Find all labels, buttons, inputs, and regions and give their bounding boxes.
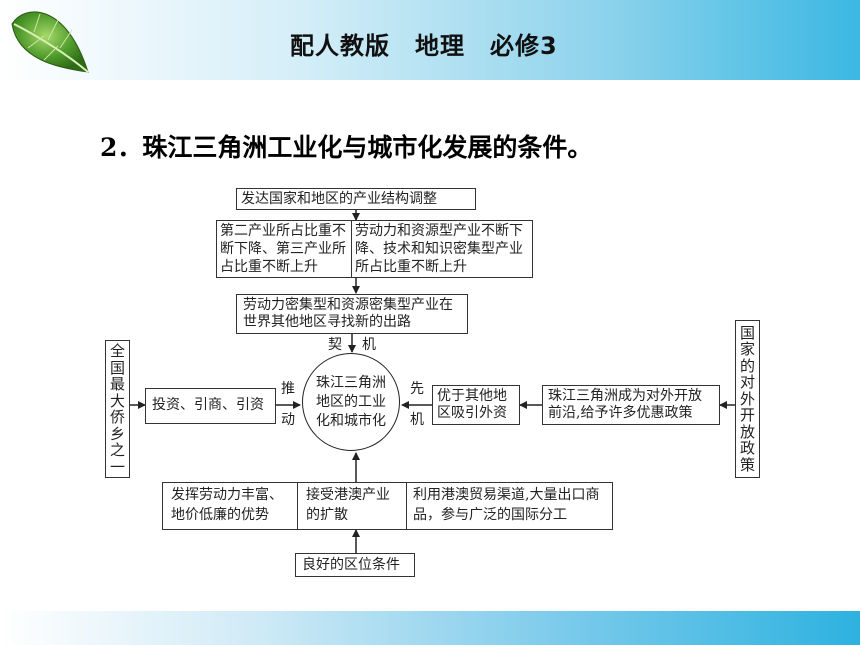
bottom-box-mid: 接受港澳产业的扩散 bbox=[297, 482, 407, 530]
right-vertical-char: 的 bbox=[739, 356, 755, 375]
right-vertical-char: 家 bbox=[739, 340, 755, 359]
bottom-box-left: 发挥劳动力丰富、地价低廉的优势 bbox=[162, 482, 298, 530]
left-vertical-box: 全 国 最 大 侨 乡 之 一 bbox=[105, 340, 130, 478]
label-tui: 推 bbox=[281, 381, 295, 397]
footer-bar bbox=[0, 611, 860, 645]
left-vertical-char: 侨 bbox=[109, 408, 125, 426]
left-vertical-char: 全 bbox=[109, 342, 125, 360]
heading-text: ．珠江三角洲工业化与城市化发展的条件。 bbox=[117, 133, 593, 162]
header-banner: 配人教版 地理 必修3 bbox=[0, 0, 860, 80]
right-vertical-char: 外 bbox=[739, 389, 755, 408]
right-vertical-box: 国 家 的 对 外 开 放 政 策 bbox=[735, 320, 760, 478]
left-vertical-char: 乡 bbox=[109, 424, 125, 443]
label-ji-right: 机 bbox=[410, 412, 424, 428]
center-circle: 珠江三角洲地区的工业化和城市化 bbox=[302, 353, 400, 451]
split-box-right: 劳动力和资源型产业不断下降、技术和知识密集型产业所占比重不断上升 bbox=[351, 220, 533, 278]
label-ji-top: 机 bbox=[362, 337, 376, 353]
bottom-box-right: 利用港澳贸易渠道,大量出口商品，参与广泛的国际分工 bbox=[406, 482, 613, 530]
split-box-left: 第二产业所占比重不断下降、第三产业所占比重不断上升 bbox=[216, 220, 352, 278]
right-vertical-char: 对 bbox=[739, 373, 755, 392]
label-xian: 先 bbox=[410, 381, 424, 397]
top-box: 发达国家和地区的产业结构调整 bbox=[236, 188, 476, 210]
left-vertical-char: 一 bbox=[109, 457, 125, 476]
center-text: 珠江三角洲地区的工业化和城市化 bbox=[316, 374, 386, 429]
right-vertical-char: 政 bbox=[739, 439, 755, 458]
leaf-icon bbox=[11, 11, 89, 73]
label-qi: 契 bbox=[328, 337, 342, 353]
right-vertical-char: 策 bbox=[739, 455, 755, 474]
advantage-box: 优于其他地区吸引外资 bbox=[432, 385, 520, 425]
left-vertical-char: 之 bbox=[109, 441, 125, 459]
right-vertical-char: 放 bbox=[739, 422, 755, 441]
section-heading: 2．珠江三角洲工业化与城市化发展的条件。 bbox=[100, 128, 592, 164]
right-vertical-char: 开 bbox=[739, 406, 755, 425]
label-dong: 动 bbox=[281, 412, 295, 428]
invest-box: 投资、引商、引资 bbox=[145, 388, 276, 424]
heading-number: 2 bbox=[100, 133, 118, 162]
page-title: 配人教版 地理 必修3 bbox=[290, 32, 558, 60]
policy-box: 珠江三角洲成为对外开放前沿,给予许多优惠政策 bbox=[542, 385, 720, 425]
middle-box: 劳动力密集型和资源密集型产业在世界其他地区寻找新的出路 bbox=[236, 294, 468, 334]
left-vertical-char: 最 bbox=[109, 375, 125, 393]
location-box: 良好的区位条件 bbox=[295, 553, 415, 577]
left-vertical-char: 大 bbox=[109, 391, 125, 410]
left-vertical-char: 国 bbox=[109, 358, 125, 377]
right-vertical-char: 国 bbox=[739, 323, 755, 342]
